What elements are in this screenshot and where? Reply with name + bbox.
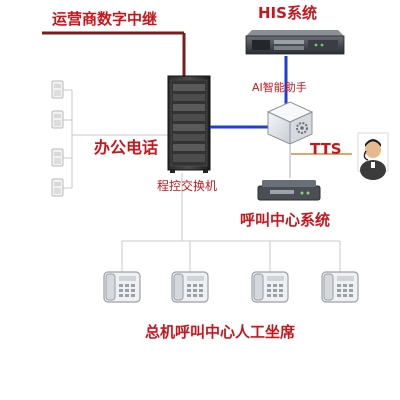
gear-icon	[296, 122, 308, 134]
carrier-trunk-label: 运营商数字中继	[52, 10, 158, 28]
desk-phone-icon	[251, 271, 289, 303]
agents-label: 总机呼叫中心人工坐席	[145, 323, 296, 341]
ai-assistant-label: AI智能助手	[252, 81, 307, 94]
blue-links	[210, 56, 288, 129]
agent-avatar-icon	[357, 132, 389, 180]
call-center-device-icon	[257, 144, 321, 201]
call-center-label: 呼叫中心系统	[240, 211, 331, 229]
office-phone-label: 办公电话	[94, 138, 159, 157]
pbx-label: 程控交换机	[157, 179, 218, 193]
carrier-trunk-line	[42, 31, 186, 76]
pbx-rack-icon	[167, 75, 211, 173]
agent-phone-tree	[121, 173, 341, 272]
desk-phone-icon	[321, 271, 359, 303]
his-system-label: HIS系统	[258, 4, 317, 22]
tts-label: TTS	[310, 140, 342, 158]
phone-icon	[51, 148, 64, 167]
ai-assistant-icon	[266, 101, 314, 145]
phone-icon	[51, 178, 64, 197]
his-server-icon	[245, 30, 345, 55]
phone-icon	[51, 110, 64, 129]
desk-phone-icon	[103, 271, 141, 303]
office-phone-tree	[62, 89, 168, 189]
phone-icon	[51, 80, 64, 99]
desk-phone-icon	[171, 271, 209, 303]
